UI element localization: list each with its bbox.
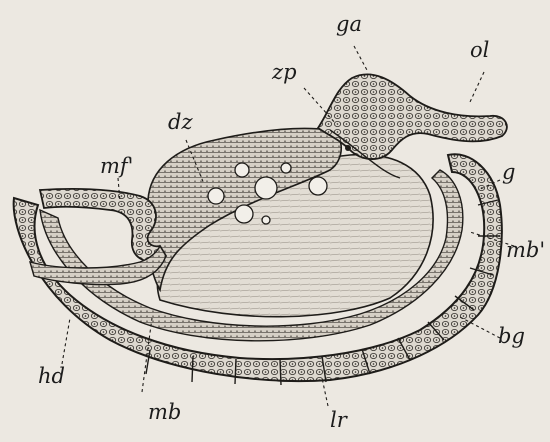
label-mf: mf' bbox=[100, 156, 133, 177]
label-dz: dz bbox=[168, 112, 193, 133]
label-g: g bbox=[502, 162, 515, 183]
label-bg: bg bbox=[498, 326, 525, 347]
zp-dot bbox=[345, 145, 351, 151]
label-mb-right: mb' bbox=[506, 240, 545, 261]
label-zp: zp bbox=[272, 62, 297, 83]
label-mb-bottom: mb bbox=[148, 402, 181, 423]
label-hd: hd bbox=[38, 366, 65, 387]
label-ol: ol bbox=[470, 40, 489, 61]
label-lr: lr bbox=[330, 410, 347, 431]
label-ga: ga bbox=[336, 14, 362, 35]
